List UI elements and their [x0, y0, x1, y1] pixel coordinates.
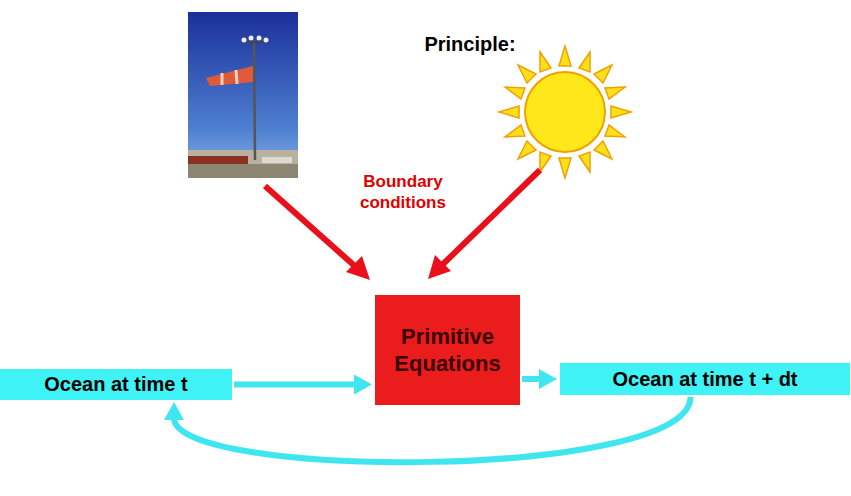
arrow-head [354, 375, 372, 395]
process-box: Primitive Equations [375, 295, 520, 405]
forcing-arrow [265, 170, 540, 280]
flow-arrow [522, 369, 557, 389]
flow-arrow [164, 397, 691, 462]
diagram-title: Principle: [380, 33, 560, 56]
windsock-photo [188, 12, 298, 178]
flow-line [522, 376, 541, 382]
flow-arrow [234, 375, 372, 395]
flow-line [174, 397, 691, 462]
box-text: Ocean at time t [44, 372, 187, 397]
flow-line [234, 382, 356, 388]
boundary-label: Boundary conditions [348, 171, 458, 214]
arrow-head [164, 402, 184, 420]
state-box: Ocean at time t + dt [560, 363, 850, 395]
sun-symbol [499, 46, 631, 178]
box-text: Ocean at time t + dt [612, 367, 797, 392]
box-text: Primitive Equations [375, 323, 520, 378]
arrow-head [539, 369, 557, 389]
state-box: Ocean at time t [0, 369, 232, 400]
